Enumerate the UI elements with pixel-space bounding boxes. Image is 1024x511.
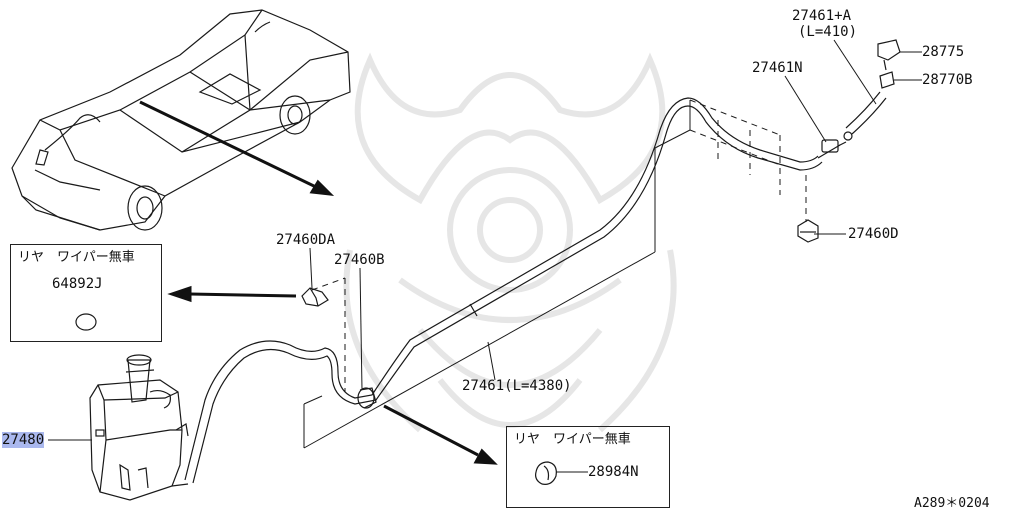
samurai-helmet-watermark-icon <box>343 52 677 433</box>
note-box-left <box>10 244 162 342</box>
part-27461-main-label[interactable]: 27461(L=4380) <box>462 378 572 394</box>
part-27460B-label[interactable]: 27460B <box>334 252 385 268</box>
note-box-right <box>506 426 670 508</box>
part-64892J-label[interactable]: 64892J <box>52 276 103 292</box>
part-28984N-label[interactable]: 28984N <box>588 464 639 480</box>
box-right-title: リヤ ワイパー無車 <box>514 432 631 447</box>
part-27460D-label[interactable]: 27460D <box>848 226 899 242</box>
footer-code: A289＊0204 <box>914 496 990 511</box>
part-27461A-label[interactable]: 27461+A <box>792 8 852 24</box>
part-27480-label[interactable]: 27480 <box>2 432 45 448</box>
part-27461N-label[interactable]: 27461N <box>752 60 803 76</box>
part-28770B-label[interactable]: 28770B <box>922 72 973 88</box>
part-28775-label[interactable]: 28775 <box>922 44 965 60</box>
washer-tank-icon <box>89 354 189 501</box>
sedan-car-icon <box>11 9 351 231</box>
box-left-title: リヤ ワイパー無車 <box>18 250 135 265</box>
part-27460DA-label[interactable]: 27460DA <box>276 232 336 248</box>
part-27461A-length: (L=410) <box>798 24 858 40</box>
